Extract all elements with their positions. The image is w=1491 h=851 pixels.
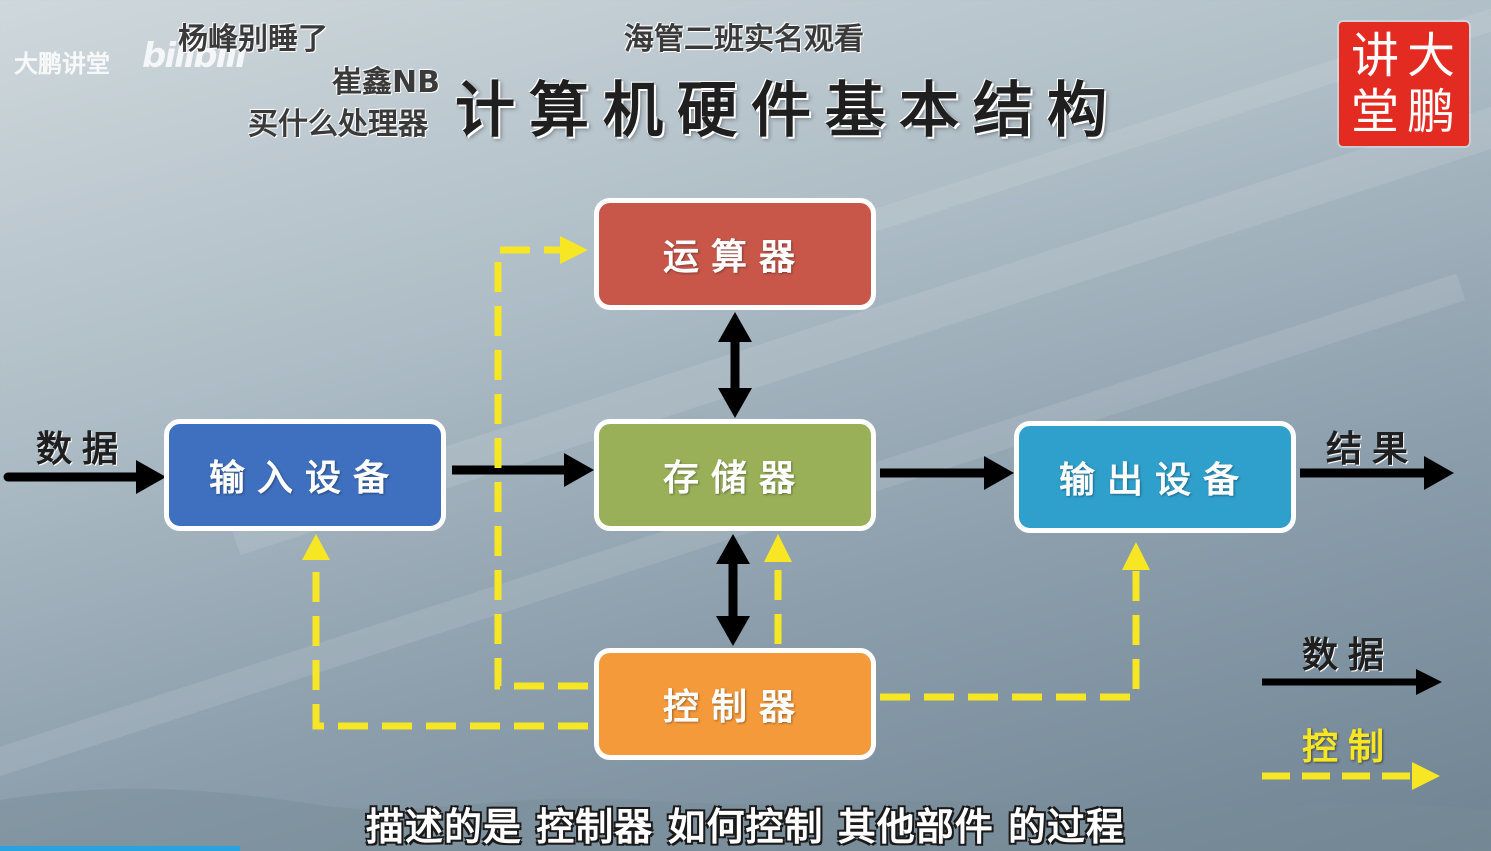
output-device-box: 输出设备	[1014, 421, 1296, 533]
legend-data-arrow	[1262, 669, 1442, 695]
data-arrow-memory-to-output	[880, 456, 1014, 490]
channel-seal-logo: 讲 大 堂 鹏	[1339, 22, 1469, 146]
legend-data-label: 数据	[1302, 635, 1395, 676]
bottom-mountains	[0, 788, 1491, 851]
video-progress-bar	[0, 846, 240, 851]
data-arrow-memory-controller	[716, 534, 750, 646]
legend-control-arrow	[1262, 762, 1440, 790]
danmaku-comment: 杨峰别睡了	[178, 22, 328, 57]
data-arrow-input	[3, 460, 166, 494]
control-arrow-to-alu	[494, 246, 588, 690]
data-arrow-alu-memory	[718, 312, 752, 418]
control-arrowhead	[1122, 542, 1150, 570]
memory-box: 存储器	[594, 419, 876, 531]
control-arrow-to-input	[312, 558, 588, 730]
control-arrowhead	[560, 236, 588, 264]
danmaku-comment: 海管二班实名观看	[624, 22, 864, 57]
slide-title: 计算机硬件基本结构	[455, 76, 1121, 146]
danmaku-comment: 买什么处理器	[248, 107, 428, 142]
alu-box: 运算器	[594, 198, 876, 310]
danmaku-comment: 崔鑫NB	[332, 65, 440, 100]
control-arrowhead	[764, 534, 792, 562]
data-arrow-input-to-memory	[452, 453, 594, 487]
result-out-label: 结果	[1326, 429, 1419, 470]
video-subtitle: 描述的是 控制器 如何控制 其他部件 的过程	[366, 805, 1125, 849]
control-arrow-to-output	[880, 568, 1140, 701]
legend-control-label: 控制	[1302, 727, 1395, 768]
channel-watermark: 大鹏讲堂	[14, 50, 110, 78]
input-device-box: 输入设备	[164, 419, 446, 531]
control-arrowhead	[302, 534, 330, 560]
controller-box: 控制器	[594, 648, 876, 760]
data-in-label: 数据	[36, 429, 129, 470]
bilibili-logo: bilibili	[142, 36, 247, 76]
data-arrow-result	[1300, 456, 1454, 490]
